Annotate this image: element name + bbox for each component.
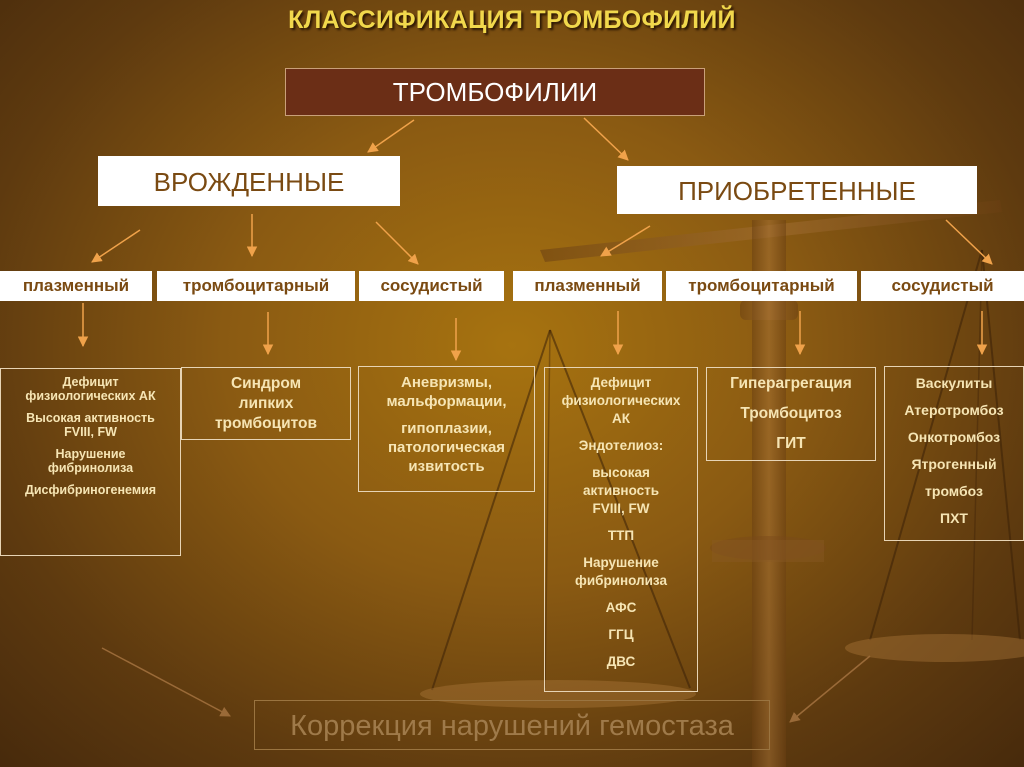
list-item: патологическая	[387, 439, 506, 456]
list-item: Синдром	[230, 375, 302, 392]
list-item: ПХТ	[940, 510, 968, 526]
list-item: извитость	[408, 458, 485, 475]
list-item: фибринолиза	[47, 461, 134, 475]
list-item: Дисфибриногенемия	[24, 483, 157, 497]
hemostasis-correction-box: Коррекция нарушений гемостаза	[254, 700, 770, 750]
list-item: гипоплазии,	[401, 420, 492, 437]
list-item: Онкотромбоз	[907, 429, 1001, 445]
list-item: Тромбоцитоз	[740, 405, 842, 422]
list-item: Васкулиты	[915, 375, 993, 391]
group-congenital: ВРОЖДЕННЫЕ	[98, 156, 400, 206]
list-item: Дефицит	[590, 375, 652, 390]
list-item: Гиперагрегация	[730, 375, 852, 392]
list-item: АК	[612, 411, 630, 426]
list-item: фибринолиза	[575, 573, 667, 588]
group-acquired: ПРИОБРЕТЕННЫЕ	[617, 166, 977, 214]
page-title: КЛАССИФИКАЦИЯ ТРОМБОФИЛИЙ	[288, 6, 736, 34]
items-congenital-vascular: Аневризмы, мальформации, гипоплазии, пат…	[358, 366, 535, 492]
arrow-acquired-to-plasma	[600, 225, 651, 257]
root-node-thrombophilia: ТРОМБОФИЛИИ	[285, 68, 705, 116]
arrow-to-correction-right	[789, 655, 871, 723]
arrow-congenital-to-plasma	[91, 229, 141, 263]
category-congenital-plasma: плазменный	[0, 271, 152, 301]
category-congenital-platelet: тромбоцитарный	[157, 271, 355, 301]
list-item: Высокая активность	[26, 411, 155, 425]
arrow-acquired-to-vascular	[945, 219, 993, 265]
arrow-to-correction-left	[101, 647, 231, 717]
arrow-root-to-congenital	[367, 119, 415, 153]
category-acquired-platelet: тромбоцитарный	[666, 271, 857, 301]
list-item: активность	[582, 483, 660, 498]
list-item: физиологических АК	[25, 389, 156, 403]
list-item: FVIII, FW	[592, 501, 650, 516]
items-congenital-plasma: Дефицит физиологических АК Высокая актив…	[0, 368, 181, 556]
list-item: Эндотелиоз:	[578, 438, 664, 453]
list-item: мальформации,	[386, 393, 507, 410]
items-acquired-platelet: Гиперагрегация Тромбоцитоз ГИТ	[706, 367, 876, 461]
list-item: липких	[238, 395, 294, 412]
category-congenital-vascular: сосудистый	[359, 271, 504, 301]
list-item: ДВС	[606, 654, 636, 669]
list-item: АФС	[605, 600, 637, 615]
category-acquired-vascular: сосудистый	[861, 271, 1024, 301]
items-acquired-plasma: Дефицит физиологических АК Эндотелиоз: в…	[544, 367, 698, 692]
items-acquired-vascular: Васкулиты Атеротромбоз Онкотромбоз Ятрог…	[884, 366, 1024, 541]
arrow-root-to-acquired	[583, 117, 629, 161]
category-acquired-plasma: плазменный	[513, 271, 662, 301]
list-item: ГГЦ	[608, 627, 634, 642]
list-item: Аневризмы,	[401, 374, 492, 391]
list-item: Нарушение	[583, 555, 659, 570]
list-item: ГИТ	[776, 435, 806, 452]
list-item: Дефицит	[62, 375, 119, 389]
list-item: Нарушение	[55, 447, 126, 461]
list-item: Ятрогенный	[911, 456, 997, 472]
list-item: FVIII, FW	[64, 425, 117, 439]
list-item: тромбоз	[925, 483, 983, 499]
list-item: Атеротромбоз	[904, 402, 1004, 418]
arrow-congenital-to-vascular	[375, 221, 419, 265]
list-item: ТТП	[607, 528, 635, 543]
items-congenital-platelet: Синдром липких тромбоцитов	[181, 367, 351, 440]
list-item: высокая	[592, 465, 650, 480]
list-item: тромбоцитов	[214, 415, 318, 432]
list-item: физиологических	[561, 393, 681, 408]
